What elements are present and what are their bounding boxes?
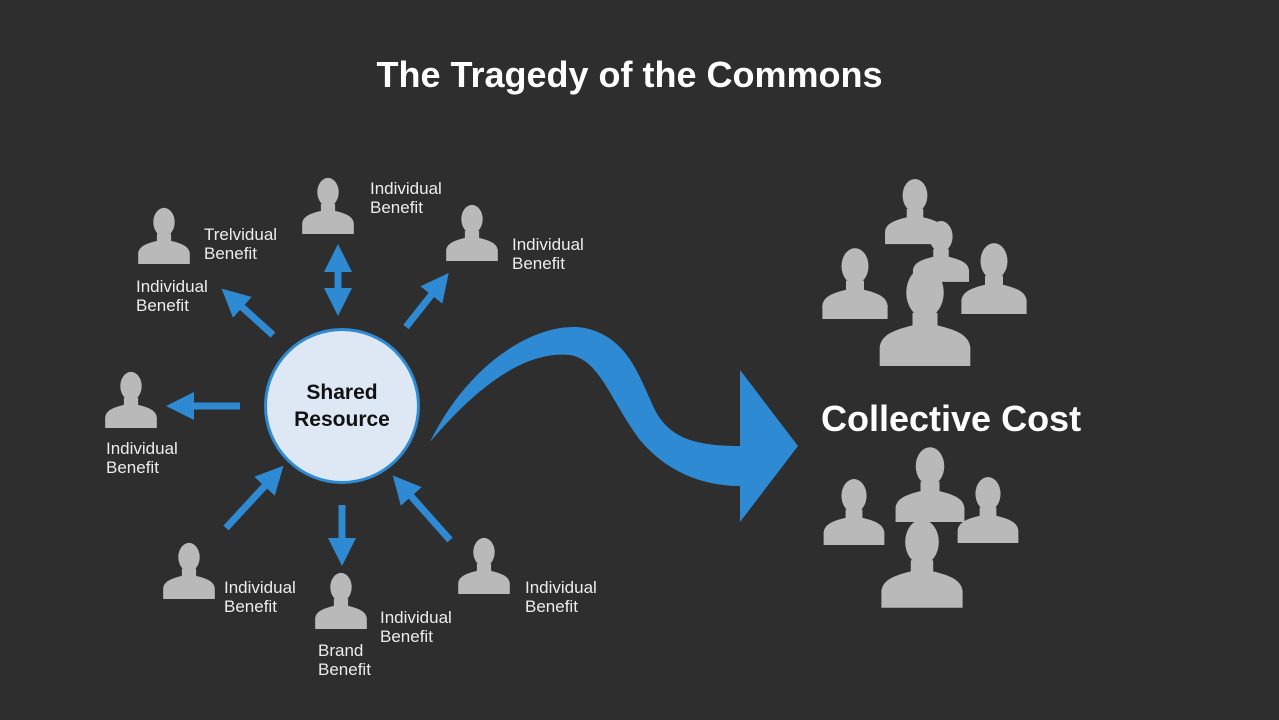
- label-line: Benefit: [136, 296, 189, 315]
- arrow-icon: [223, 465, 284, 531]
- label-line: Benefit: [106, 458, 159, 477]
- label-line: Benefit: [204, 244, 257, 263]
- shared-resource-circle: Shared Resource: [264, 328, 420, 484]
- person-icon: [957, 477, 1019, 543]
- person-icon: [895, 447, 965, 522]
- label-line: Individual: [106, 439, 178, 458]
- person-icon: [458, 537, 510, 594]
- center-line2: Resource: [294, 408, 390, 431]
- person-icon: [823, 479, 885, 545]
- center-line1: Shared: [306, 381, 378, 404]
- label-line: Benefit: [380, 627, 433, 646]
- label-line: Benefit: [512, 254, 565, 273]
- label-line: Brand: [318, 641, 364, 660]
- person-icon: [446, 204, 498, 261]
- arrow-icon: [403, 273, 449, 330]
- label-line: Benefit: [525, 597, 578, 616]
- arrow-icon: [392, 475, 453, 543]
- person-icon: [138, 207, 190, 264]
- person-icon: [881, 519, 963, 608]
- person-icon: [315, 572, 367, 629]
- person-icon: [879, 267, 971, 366]
- collective-group-bottom: [823, 447, 1019, 608]
- person-icon: [163, 542, 215, 599]
- label-line: Individual: [380, 608, 452, 627]
- collective-cost-label: Collective Cost: [821, 398, 1082, 439]
- page-title: The Tragedy of the Commons: [376, 54, 883, 95]
- person-icon: [961, 243, 1027, 314]
- big-curved-arrow-icon: [430, 326, 798, 522]
- collective-group-top: [822, 178, 1027, 366]
- label-line: Individual: [525, 578, 597, 597]
- label-line: Individual: [224, 578, 296, 597]
- label-line: Benefit: [318, 660, 371, 679]
- label-line: Benefit: [370, 198, 423, 217]
- label-line: Trelvidual: [204, 225, 278, 244]
- person-icon: [302, 177, 354, 234]
- spoke-arrows: [166, 244, 453, 566]
- arrow-icon: [221, 288, 276, 338]
- person-icon: [822, 248, 888, 319]
- person-icon: [105, 371, 157, 428]
- label-line: Individual: [512, 235, 584, 254]
- label-line: Benefit: [224, 597, 277, 616]
- label-line: Individual: [136, 277, 208, 296]
- label-line: Individual: [370, 179, 442, 198]
